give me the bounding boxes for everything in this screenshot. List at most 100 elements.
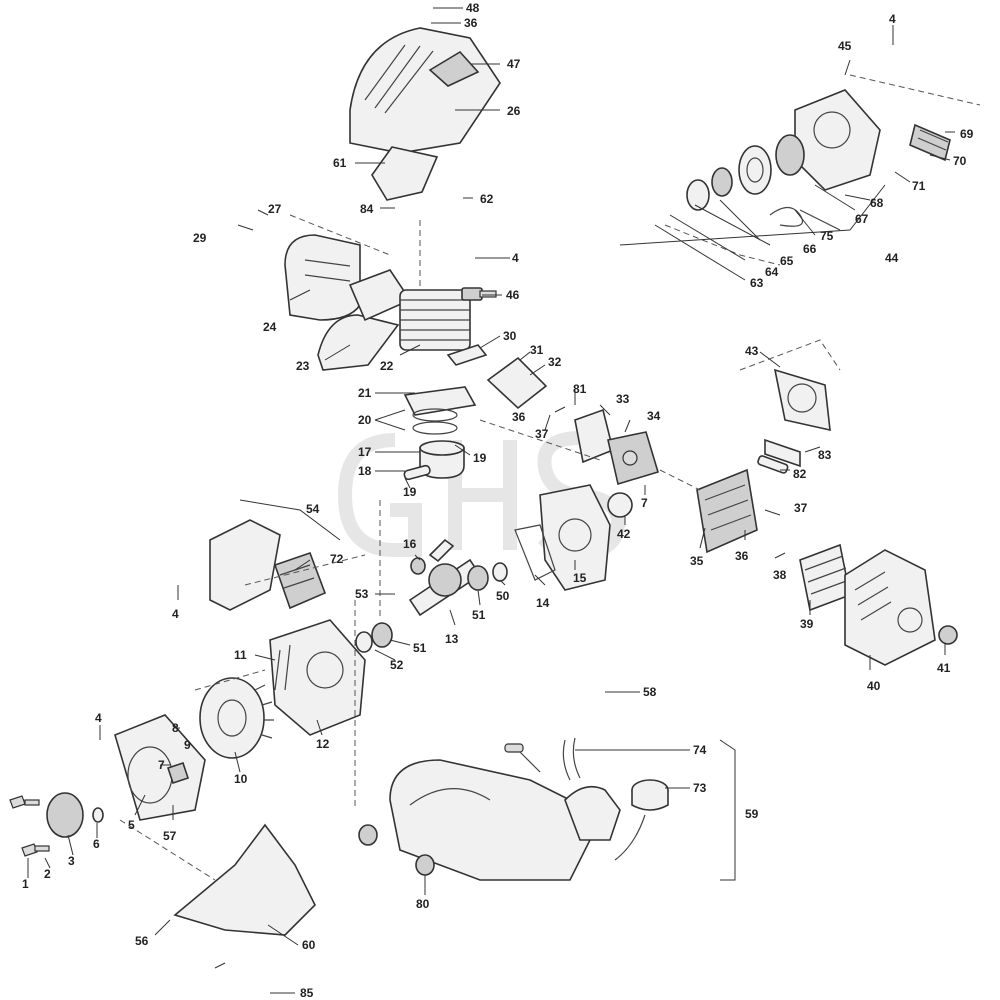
engine-cover-part-47 bbox=[349, 27, 501, 154]
fuel-line-part-74 bbox=[504, 737, 581, 781]
clutch-part-3 bbox=[46, 792, 84, 838]
callout-12: 12 bbox=[316, 737, 330, 751]
carburetor-part-34 bbox=[607, 431, 659, 486]
damper-part-80 bbox=[358, 824, 435, 876]
callout-13: 13 bbox=[445, 632, 459, 646]
callout-numbers: 48 36 47 26 61 62 84 4 45 69 70 71 68 67… bbox=[22, 1, 974, 1000]
starter-spring-part-65 bbox=[711, 167, 733, 197]
callout-5: 5 bbox=[128, 818, 135, 832]
ignition-bracket-part-54 bbox=[209, 519, 281, 611]
group-brackets bbox=[239, 184, 886, 881]
callout-6: 6 bbox=[93, 837, 100, 851]
callout-31: 31 bbox=[530, 343, 544, 357]
callout-46: 46 bbox=[506, 288, 520, 302]
callout-32: 32 bbox=[548, 355, 562, 369]
callout-18: 18 bbox=[358, 464, 372, 478]
callout-36-carb: 36 bbox=[512, 410, 526, 424]
callout-36: 36 bbox=[464, 16, 478, 30]
lower-guard-part-60 bbox=[173, 823, 316, 936]
leader-lines bbox=[27, 7, 955, 994]
filter-gasket-part-43 bbox=[773, 368, 831, 432]
callout-10: 10 bbox=[234, 772, 248, 786]
callout-43: 43 bbox=[745, 344, 759, 358]
callout-56: 56 bbox=[135, 934, 149, 948]
callout-71: 71 bbox=[912, 179, 926, 193]
intake-manifold-part-31 bbox=[486, 356, 548, 410]
callout-9: 9 bbox=[184, 738, 191, 752]
callout-36-filter: 36 bbox=[735, 549, 749, 563]
callout-67: 67 bbox=[855, 212, 869, 226]
callout-11: 11 bbox=[234, 648, 247, 662]
callout-83: 83 bbox=[818, 448, 832, 462]
callout-81: 81 bbox=[573, 382, 587, 396]
intake-gasket-part-30 bbox=[446, 344, 488, 366]
callout-64: 64 bbox=[765, 265, 779, 279]
muffler-part-24 bbox=[284, 234, 361, 321]
recoil-spring-part-68 bbox=[775, 134, 805, 176]
oil-seal-part-52 bbox=[355, 631, 373, 653]
callout-65: 65 bbox=[780, 254, 794, 268]
fuel-cap-part-73 bbox=[614, 779, 669, 861]
callout-42: 42 bbox=[617, 527, 631, 541]
callout-24: 24 bbox=[263, 320, 277, 334]
callout-82: 82 bbox=[793, 467, 807, 481]
callout-14: 14 bbox=[536, 596, 550, 610]
callout-15: 15 bbox=[573, 571, 587, 585]
cylinder-part-22 bbox=[399, 289, 471, 351]
callout-21: 21 bbox=[358, 386, 372, 400]
filter-base-part-35 bbox=[696, 468, 758, 554]
starter-pawl-part-64 bbox=[686, 179, 710, 211]
choke-part-83 bbox=[764, 438, 801, 468]
callout-35: 35 bbox=[690, 554, 704, 568]
callout-69: 69 bbox=[960, 127, 974, 141]
callout-16: 16 bbox=[403, 537, 417, 551]
callout-17: 17 bbox=[358, 445, 372, 459]
callout-74: 74 bbox=[693, 743, 707, 757]
callout-19-left: 19 bbox=[403, 485, 417, 499]
callout-61: 61 bbox=[333, 156, 347, 170]
piston-rings-part-20 bbox=[412, 408, 458, 435]
cover-knob-part-41 bbox=[938, 625, 958, 645]
callout-73: 73 bbox=[693, 781, 707, 795]
callout-20: 20 bbox=[358, 413, 372, 427]
callout-51-right: 51 bbox=[472, 608, 486, 622]
callout-4-top-right: 4 bbox=[889, 12, 896, 26]
callout-75: 75 bbox=[820, 229, 834, 243]
callout-51-left: 51 bbox=[413, 641, 427, 655]
starter-handle-part-70 bbox=[909, 123, 951, 162]
callout-45: 45 bbox=[838, 39, 852, 53]
reed-plate-part-42 bbox=[607, 492, 633, 518]
filter-cover-part-40 bbox=[844, 549, 936, 666]
callout-57: 57 bbox=[163, 829, 177, 843]
callout-53: 53 bbox=[355, 587, 369, 601]
callout-54: 54 bbox=[306, 502, 320, 516]
callout-30: 30 bbox=[503, 329, 517, 343]
piston-pin-part-18 bbox=[403, 464, 431, 481]
piston-part-17 bbox=[419, 440, 465, 479]
callout-80: 80 bbox=[416, 897, 430, 911]
ignition-coil-part-72 bbox=[273, 551, 327, 610]
callout-52: 52 bbox=[390, 658, 404, 672]
spring-clip-part-57 bbox=[166, 761, 190, 785]
starter-housing-part-44 bbox=[794, 89, 881, 191]
callout-58: 58 bbox=[643, 685, 657, 699]
heat-shield-part-23 bbox=[317, 314, 400, 371]
callout-40: 40 bbox=[867, 679, 881, 693]
callout-84: 84 bbox=[360, 202, 374, 216]
crankcase-part-15 bbox=[539, 484, 611, 591]
callout-70: 70 bbox=[953, 154, 967, 168]
callout-39: 39 bbox=[800, 617, 814, 631]
crankcase-gasket-part-14 bbox=[514, 524, 556, 581]
callout-38: 38 bbox=[773, 568, 787, 582]
assembly-lines bbox=[119, 74, 981, 881]
callout-48: 48 bbox=[466, 1, 480, 15]
crankcase-part-12 bbox=[269, 619, 366, 736]
fuel-tank-part-59 bbox=[389, 759, 621, 881]
bearing-part-51 bbox=[371, 565, 489, 648]
callout-37-filter: 37 bbox=[794, 501, 808, 515]
callout-60: 60 bbox=[302, 938, 316, 952]
callout-19-right: 19 bbox=[473, 451, 487, 465]
callout-50: 50 bbox=[496, 589, 510, 603]
needle-bearing-part-16 bbox=[410, 557, 426, 575]
